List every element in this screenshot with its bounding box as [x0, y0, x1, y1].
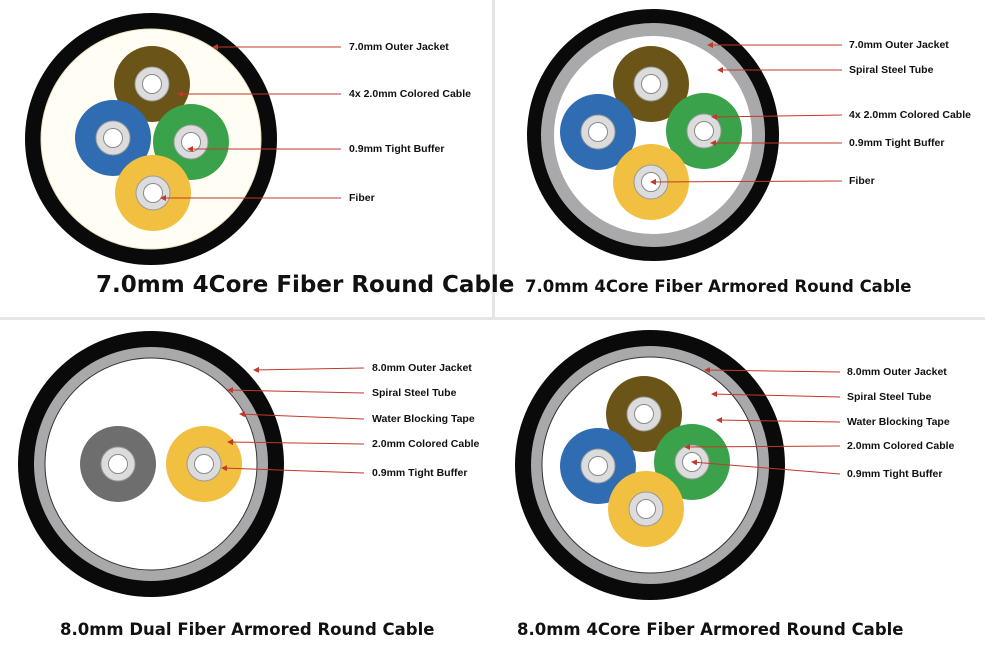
p3-label-2: Water Blocking Tape — [372, 413, 475, 425]
vertical-divider — [492, 0, 495, 317]
p4-core-yellow-fiber — [636, 499, 656, 519]
horizontal-divider — [0, 317, 985, 320]
p4-leader-4 — [691, 459, 841, 475]
p4-label-3: 2.0mm Colored Cable — [847, 440, 955, 452]
p2-core-blue-fiber — [588, 122, 608, 142]
p3-leader-2 — [239, 411, 365, 420]
p2-label-2: 4x 2.0mm Colored Cable — [849, 109, 971, 121]
p1-label-1: 4x 2.0mm Colored Cable — [349, 88, 471, 100]
p2-inner-fill — [554, 36, 752, 234]
p1-label-2: 0.9mm Tight Buffer — [349, 143, 444, 155]
p3-label-1: Spiral Steel Tube — [372, 387, 457, 399]
panel-4-title: 8.0mm 4Core Fiber Armored Round Cable — [517, 620, 904, 639]
panel-1-title: 7.0mm 4Core Fiber Round Cable — [96, 272, 515, 298]
p4-leader-3 — [684, 443, 841, 450]
p3-leader-1 — [227, 387, 365, 394]
panel-3-title: 8.0mm Dual Fiber Armored Round Cable — [60, 620, 435, 639]
p3-leader-4 — [221, 465, 365, 474]
p4-leader-1 — [711, 391, 841, 398]
p3-label-0: 8.0mm Outer Jacket — [372, 362, 472, 374]
p2-label-0: 7.0mm Outer Jacket — [849, 39, 949, 51]
p1-label-0: 7.0mm Outer Jacket — [349, 41, 449, 53]
p4-label-4: 0.9mm Tight Buffer — [847, 468, 942, 480]
p2-leader-2 — [711, 113, 843, 120]
p4-core-brown-fiber — [634, 404, 654, 424]
p4-leader-0 — [704, 367, 841, 374]
p4-water-blocking-tape — [541, 356, 759, 574]
p3-core-gray-fiber — [108, 454, 128, 474]
p4-label-0: 8.0mm Outer Jacket — [847, 366, 947, 378]
p4-label-1: Spiral Steel Tube — [847, 391, 932, 403]
p3-label-4: 0.9mm Tight Buffer — [372, 467, 467, 479]
p1-inner-fill — [40, 28, 262, 250]
p1-core-blue-fiber — [103, 128, 123, 148]
p3-leader-0 — [253, 366, 365, 373]
p2-label-1: Spiral Steel Tube — [849, 64, 934, 76]
p3-core-yellow-fiber — [194, 454, 214, 474]
p1-core-brown-fiber — [142, 74, 162, 94]
p1-core-yellow-fiber — [143, 183, 163, 203]
p2-leader-4 — [650, 178, 843, 185]
p2-core-green-fiber — [694, 121, 714, 141]
p3-leader-3 — [227, 439, 365, 446]
p4-core-blue-fiber — [588, 456, 608, 476]
p2-core-brown-fiber — [641, 74, 661, 94]
p3-label-3: 2.0mm Colored Cable — [372, 438, 480, 450]
p4-leader-2 — [716, 417, 841, 424]
p4-label-2: Water Blocking Tape — [847, 416, 950, 428]
panel-2-title: 7.0mm 4Core Fiber Armored Round Cable — [525, 277, 912, 296]
p2-label-3: 0.9mm Tight Buffer — [849, 137, 944, 149]
p2-label-4: Fiber — [849, 175, 875, 187]
p1-label-3: Fiber — [349, 192, 375, 204]
